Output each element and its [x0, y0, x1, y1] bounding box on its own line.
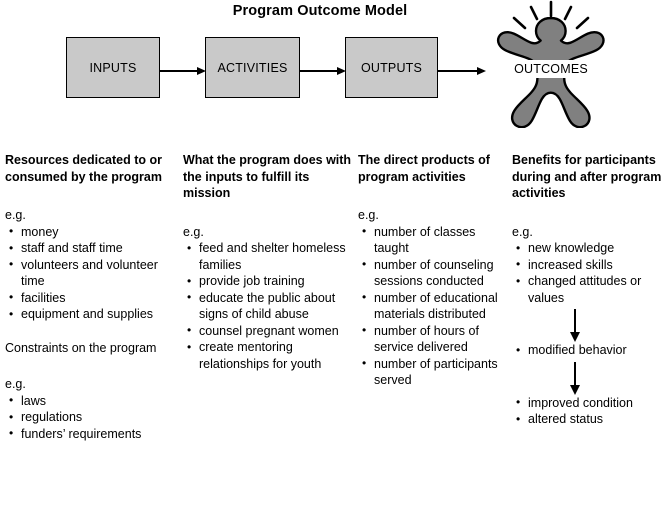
- column-inputs-constraints-heading: Constraints on the program: [5, 340, 157, 355]
- flow-box-inputs: INPUTS: [66, 37, 160, 98]
- burst-rays-icon: [512, 0, 590, 30]
- column-inputs: Resources dedicated to or consumed by th…: [5, 152, 180, 442]
- list-item: volunteers and volunteer time: [5, 256, 180, 290]
- column-outcomes: Benefits for participants during and aft…: [512, 152, 672, 428]
- list-item: number of participants served: [358, 355, 510, 389]
- list-item: staff and staff time: [5, 240, 180, 257]
- outcomes-label: OUTCOMES: [514, 62, 588, 76]
- column-activities-list: feed and shelter homeless families provi…: [183, 240, 355, 372]
- column-outputs: The direct products of program activitie…: [358, 152, 510, 389]
- column-inputs-constraints-list: laws regulations funders’ requirements: [5, 392, 180, 443]
- flow-diagram: INPUTS ACTIVITIES OUTPUTS OUTCOMES: [0, 0, 672, 130]
- list-item: equipment and supplies: [5, 306, 180, 323]
- column-inputs-heading: Resources dedicated to or consumed by th…: [5, 153, 162, 184]
- list-item: altered status: [512, 411, 672, 428]
- arrow-shaft: [300, 70, 338, 72]
- column-outcomes-list-intermediate: modified behavior: [512, 342, 672, 359]
- flow-box-activities: ACTIVITIES: [205, 37, 300, 98]
- list-item: laws: [5, 392, 180, 410]
- column-outputs-heading: The direct products of program activitie…: [358, 153, 490, 184]
- list-item: increased skills: [512, 256, 672, 274]
- flow-box-outputs: OUTPUTS: [345, 37, 438, 98]
- arrow-shaft: [574, 361, 576, 387]
- list-item: new knowledge: [512, 240, 672, 257]
- flow-box-inputs-label: INPUTS: [89, 60, 137, 75]
- arrow-head-icon: [569, 384, 580, 395]
- column-inputs-list: money staff and staff time volunteers an…: [5, 223, 180, 323]
- column-inputs-eg-label: e.g.: [5, 208, 26, 222]
- column-activities: What the program does with the inputs to…: [183, 152, 355, 372]
- list-item: regulations: [5, 409, 180, 426]
- outcomes-progression-arrow-2: [512, 359, 672, 395]
- column-outcomes-eg-label: e.g.: [512, 224, 533, 239]
- outcomes-progression-arrow-1: [512, 306, 672, 342]
- column-inputs-constraints-eg-label: e.g.: [5, 377, 26, 391]
- list-item: create mentoring relationships for youth: [183, 339, 355, 372]
- column-activities-heading: What the program does with the inputs to…: [183, 153, 352, 200]
- column-outcomes-list-long-term: improved condition altered status: [512, 394, 672, 428]
- arrow-shaft: [574, 309, 576, 334]
- flow-arrow-outputs-to-outcomes: [438, 66, 486, 75]
- flow-box-outputs-label: OUTPUTS: [360, 60, 423, 75]
- column-outcomes-list-initial: new knowledge increased skills changed a…: [512, 240, 672, 306]
- page-title: Program Outcome Model: [232, 3, 408, 19]
- arrow-head-icon: [197, 66, 206, 75]
- column-outputs-eg-label: e.g.: [358, 208, 379, 222]
- column-outputs-list: number of classes taught number of couns…: [358, 223, 510, 389]
- list-item: money: [5, 223, 180, 241]
- list-item: number of hours of service delivered: [358, 322, 510, 356]
- arrow-shaft: [438, 70, 478, 72]
- flow-arrow-activities-to-outputs: [300, 66, 346, 75]
- list-item: number of classes taught: [358, 223, 510, 257]
- list-item: modified behavior: [512, 342, 672, 359]
- list-item: facilities: [5, 289, 180, 307]
- arrow-head-icon: [337, 66, 346, 75]
- list-item: improved condition: [512, 394, 672, 412]
- flow-arrow-inputs-to-activities: [160, 66, 206, 75]
- list-item: changed attitudes or values: [512, 273, 672, 306]
- list-item: number of counseling sessions conducted: [358, 256, 510, 290]
- list-item: number of educational materials distribu…: [358, 289, 510, 323]
- list-item: funders’ requirements: [5, 425, 180, 443]
- arrow-shaft: [160, 70, 198, 72]
- list-item: provide job training: [183, 273, 355, 290]
- arrow-head-icon: [569, 332, 580, 342]
- outcomes-label-backdrop: [486, 60, 617, 78]
- column-outcomes-heading: Benefits for participants during and aft…: [512, 153, 662, 200]
- list-item: feed and shelter homeless families: [183, 240, 355, 273]
- column-activities-eg-label: e.g.: [183, 224, 204, 239]
- arrow-head-icon: [477, 66, 486, 75]
- flow-box-activities-label: ACTIVITIES: [217, 60, 288, 75]
- list-item: educate the public about signs of child …: [183, 289, 355, 323]
- list-item: counsel pregnant women: [183, 322, 355, 340]
